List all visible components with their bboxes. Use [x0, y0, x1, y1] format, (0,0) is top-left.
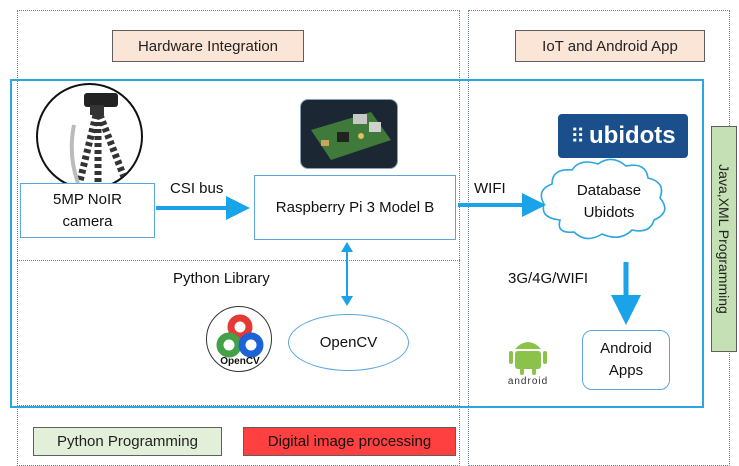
python-library-label: Python Library	[173, 270, 270, 287]
raspberry-pi-node: Raspberry Pi 3 Model B	[254, 175, 456, 240]
ubidots-logo: ⠿ ubidots	[558, 114, 688, 158]
python-programming-label: Python Programming	[33, 427, 222, 456]
ubidots-logo-text: ubidots	[589, 122, 676, 149]
android-logo: android	[498, 335, 558, 395]
iot-android-label: IoT and Android App	[515, 30, 705, 62]
camera-photo	[36, 83, 143, 190]
opencv-logo-text: OpenCV	[220, 356, 260, 367]
android-logo-text: android	[507, 376, 549, 387]
mobile-network-label: 3G/4G/WIFI	[508, 270, 589, 287]
ubidots-dots-icon: ⠿	[570, 125, 585, 148]
opencv-rings-icon	[216, 314, 264, 358]
system-boundary	[10, 79, 704, 408]
tripod-icon	[69, 93, 128, 184]
digital-image-processing-label: Digital image processing	[243, 427, 456, 456]
database-node: Database Ubidots	[576, 182, 642, 221]
opencv-node: OpenCV	[288, 314, 409, 371]
circuit-board-icon	[311, 112, 391, 160]
raspberry-pi-photo	[300, 99, 398, 169]
java-xml-label-box: Java,XML Programming	[711, 126, 737, 352]
arrow-pi-opencv-head-top	[341, 242, 353, 252]
opencv-logo: OpenCV	[206, 306, 272, 372]
wifi-label: WIFI	[474, 180, 506, 197]
arrow-pi-opencv-head-bottom	[341, 296, 353, 306]
csi-bus-label: CSI bus	[170, 180, 224, 197]
python-region	[17, 260, 460, 406]
android-apps-node: Android Apps	[582, 330, 670, 390]
android-robot-icon	[509, 342, 547, 375]
hardware-integration-label: Hardware Integration	[112, 30, 304, 62]
camera-node: 5MP NoIR camera	[20, 183, 155, 238]
